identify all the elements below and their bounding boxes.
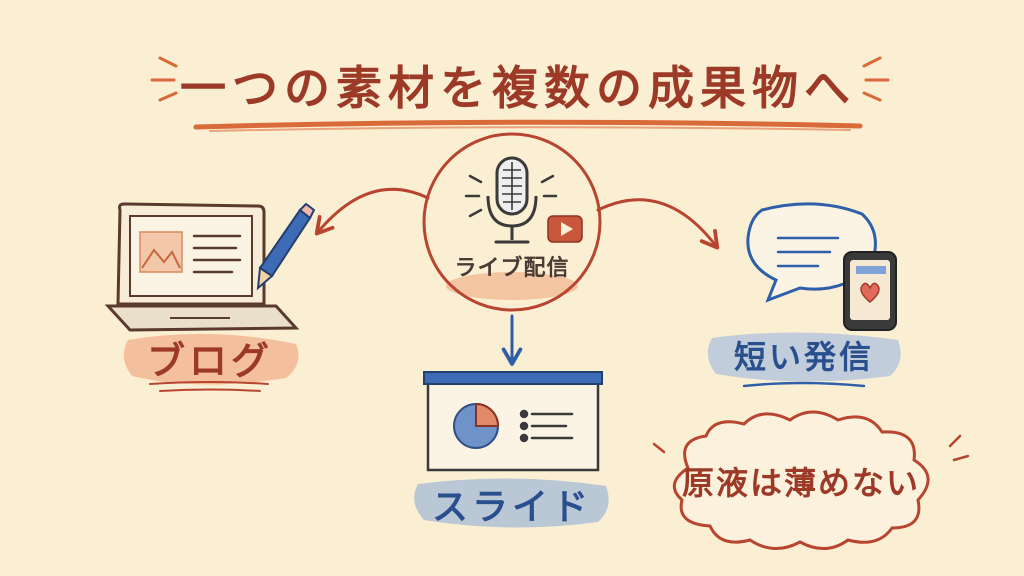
blog-label-highlight xyxy=(123,333,299,385)
video-play-icon xyxy=(547,215,583,243)
pencil-icon xyxy=(256,202,316,291)
heart-icon xyxy=(860,282,880,303)
title-accent-right xyxy=(862,56,890,102)
blog-underline-2 xyxy=(159,388,261,392)
slide-label-highlight xyxy=(414,478,609,528)
arrow-to-short xyxy=(596,198,720,250)
page-title: 一つの素材を複数の成果物へ xyxy=(180,61,856,115)
note-cloud-accent xyxy=(652,434,970,462)
blog-underline xyxy=(149,381,269,385)
presentation-board-icon xyxy=(423,371,603,472)
note-label: 原液は薄めない xyxy=(681,464,920,502)
laptop-icon xyxy=(104,202,300,332)
title-underline xyxy=(193,119,863,130)
note-cloud xyxy=(672,410,930,550)
hub-label: ライブ配信 xyxy=(454,256,570,281)
short-label: 短い発信 xyxy=(733,338,874,376)
hub-circle xyxy=(422,132,602,312)
title-underline-2 xyxy=(209,126,851,132)
hub-highlight xyxy=(446,272,578,300)
pie-chart-icon xyxy=(453,402,500,449)
blog-label: ブログ xyxy=(146,339,273,383)
title-accent-left xyxy=(150,56,178,102)
slide-label: スライド xyxy=(431,487,592,528)
short-underline xyxy=(742,381,866,388)
microphone-icon xyxy=(464,156,558,244)
short-label-highlight xyxy=(707,332,901,382)
arrow-to-blog xyxy=(314,187,430,236)
